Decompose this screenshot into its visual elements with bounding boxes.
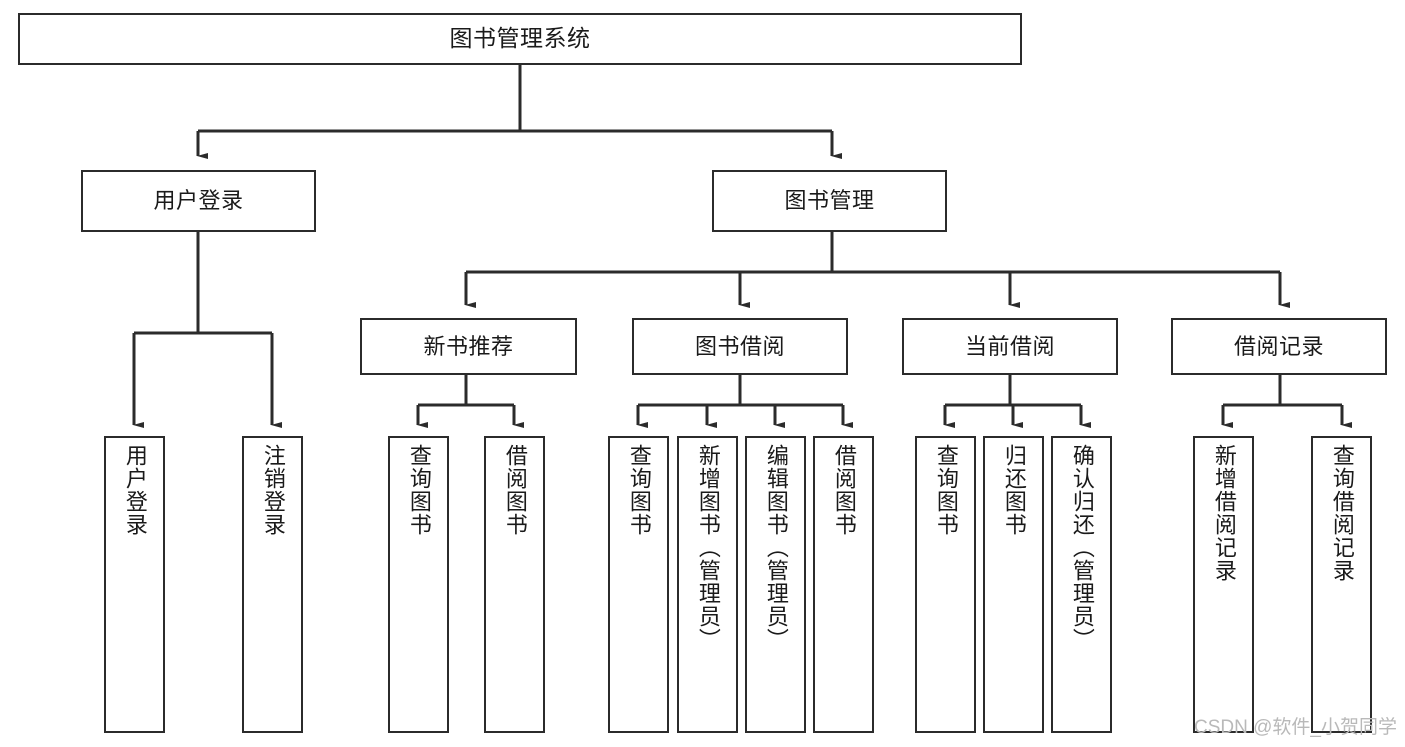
leaf-borrow-edit-book-admin-label: 编辑图书（管理员） [763,444,789,651]
leaf-borrow-query-book-label: 查询图书 [626,444,652,536]
node-root[interactable]: 图书管理系统 [18,13,1022,65]
leaf-record-add[interactable]: 新增借阅记录 [1193,436,1254,733]
leaf-current-confirm-return-admin-label: 确认归还（管理员） [1069,444,1095,651]
node-new-book-recommend[interactable]: 新书推荐 [360,318,577,375]
leaf-user-logout[interactable]: 注销登录 [242,436,303,733]
node-borrow-record[interactable]: 借阅记录 [1171,318,1387,375]
leaf-recommend-query-book[interactable]: 查询图书 [388,436,449,733]
leaf-recommend-query-book-label: 查询图书 [406,444,432,536]
leaf-recommend-borrow-book-label: 借阅图书 [502,444,528,536]
leaf-user-login-1-label: 用户登录 [122,444,148,536]
leaf-record-query-label: 查询借阅记录 [1329,444,1355,582]
leaf-borrow-edit-book-admin[interactable]: 编辑图书（管理员） [745,436,806,733]
node-book-borrow-label: 图书借阅 [694,333,785,359]
leaf-user-login-1[interactable]: 用户登录 [104,436,165,733]
leaf-borrow-borrow-book-label: 借阅图书 [831,444,857,536]
node-root-label: 图书管理系统 [449,25,591,52]
leaf-record-query[interactable]: 查询借阅记录 [1311,436,1372,733]
node-user-login-label: 用户登录 [153,188,244,214]
leaf-recommend-borrow-book[interactable]: 借阅图书 [484,436,545,733]
leaf-current-query-book[interactable]: 查询图书 [915,436,976,733]
leaf-borrow-query-book[interactable]: 查询图书 [608,436,669,733]
leaf-current-return-book-label: 归还图书 [1001,444,1027,536]
node-book-manage-label: 图书管理 [784,188,875,214]
leaf-user-logout-label: 注销登录 [260,444,286,536]
node-current-borrow-label: 当前借阅 [964,333,1055,359]
node-current-borrow[interactable]: 当前借阅 [902,318,1118,375]
leaf-current-query-book-label: 查询图书 [933,444,959,536]
watermark: CSDN @软件_小贺同学 [1194,717,1397,738]
leaf-current-return-book[interactable]: 归还图书 [983,436,1044,733]
leaf-borrow-borrow-book[interactable]: 借阅图书 [813,436,874,733]
node-user-login[interactable]: 用户登录 [81,170,316,232]
leaf-borrow-add-book-admin-label: 新增图书（管理员） [695,444,721,651]
node-borrow-record-label: 借阅记录 [1233,333,1324,359]
node-new-book-recommend-label: 新书推荐 [423,333,514,359]
leaf-record-add-label: 新增借阅记录 [1211,444,1237,582]
node-book-manage[interactable]: 图书管理 [712,170,947,232]
leaf-borrow-add-book-admin[interactable]: 新增图书（管理员） [677,436,738,733]
leaf-current-confirm-return-admin[interactable]: 确认归还（管理员） [1051,436,1112,733]
node-book-borrow[interactable]: 图书借阅 [632,318,848,375]
